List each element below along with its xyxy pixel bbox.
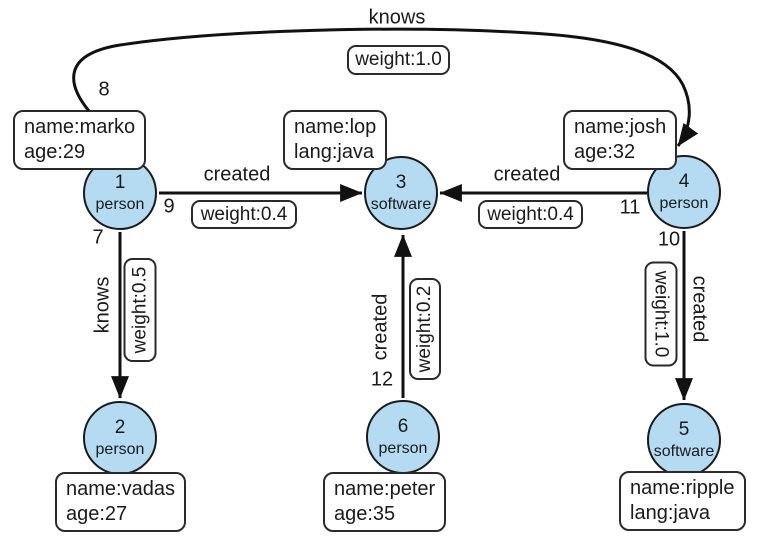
property-line: lang:java: [630, 502, 711, 524]
node-3-lop: 3 software: [364, 156, 438, 230]
property-box-vadas: name:vadas age:27: [55, 472, 186, 532]
property-box-marko: name:marko age:29: [13, 110, 147, 170]
node-id: 3: [395, 171, 407, 193]
edge-label-created-9: created: [203, 163, 271, 186]
property-line: age:29: [24, 141, 86, 163]
weight-box-edge-7: weight:0.5: [123, 258, 157, 362]
edge-label-created-10: created: [688, 275, 711, 343]
node-label: person: [378, 439, 428, 457]
edge-label-created-12: created: [369, 293, 392, 361]
property-box-peter: name:peter age:35: [323, 472, 447, 532]
edge-id-8: 8: [98, 78, 110, 101]
weight-value: weight:0.4: [200, 203, 288, 225]
edge-id-9: 9: [163, 195, 175, 218]
property-box-ripple: name:ripple lang:java: [619, 471, 746, 531]
property-line: name:ripple: [630, 477, 735, 499]
weight-value: weight:1.0: [651, 270, 672, 358]
weight-box-edge-12: weight:0.2: [409, 278, 441, 380]
property-line: name:josh: [574, 116, 667, 138]
weight-value: weight:0.4: [487, 203, 574, 225]
node-5-ripple: 5 software: [647, 403, 721, 477]
edge-label-created-11: created: [493, 163, 561, 186]
weight-value: weight:0.2: [414, 285, 435, 373]
weight-value: weight:0.5: [129, 266, 150, 354]
property-box-josh: name:josh age:32: [563, 110, 678, 170]
node-label: person: [95, 195, 145, 213]
weight-box-edge-11: weight:0.4: [478, 200, 583, 229]
weight-box-edge-9: weight:0.4: [191, 200, 297, 229]
node-id: 6: [397, 415, 409, 437]
property-line: age:35: [334, 503, 396, 525]
property-line: lang:java: [294, 141, 375, 163]
edge-id-11: 11: [619, 196, 641, 219]
node-2-vadas: 2 person: [83, 401, 157, 475]
edge-label-knows-7: knows: [91, 276, 114, 334]
weight-value: weight:1.0: [355, 49, 442, 70]
property-line: age:27: [66, 503, 128, 525]
node-label: person: [659, 194, 709, 212]
node-4-josh: 4 person: [647, 155, 721, 229]
property-line: name:lop: [294, 116, 377, 138]
edge-id-12: 12: [370, 368, 394, 391]
node-id: 4: [678, 170, 690, 192]
node-label: person: [95, 440, 145, 458]
property-line: age:32: [574, 141, 636, 163]
property-box-lop: name:lop lang:java: [283, 110, 388, 170]
edge-id-7: 7: [92, 226, 104, 249]
node-label: software: [370, 195, 432, 213]
node-id: 2: [114, 416, 126, 438]
edge-label-knows-8: knows: [368, 6, 426, 29]
node-id: 5: [678, 418, 690, 440]
node-6-peter: 6 person: [366, 400, 440, 474]
property-line: name:marko: [24, 116, 136, 138]
edge-id-10: 10: [657, 228, 681, 251]
property-line: name:vadas: [66, 478, 175, 500]
weight-box-edge-10: weight:1.0: [644, 261, 678, 367]
node-id: 1: [114, 171, 126, 193]
property-line: name:peter: [334, 478, 436, 500]
weight-box-edge-8: weight:1.0: [347, 45, 450, 75]
node-label: software: [653, 442, 715, 460]
